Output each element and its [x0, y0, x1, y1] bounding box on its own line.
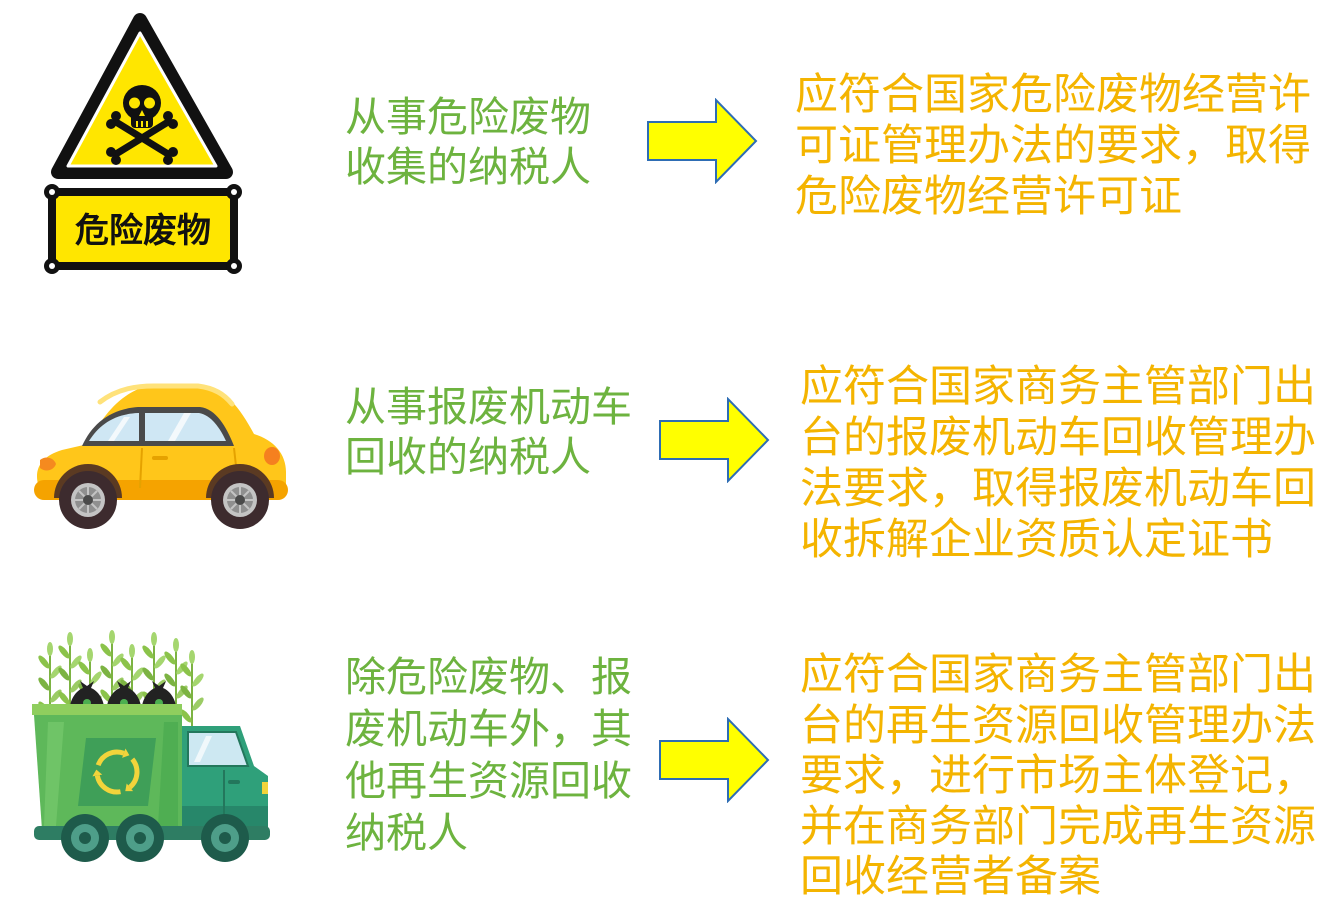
car-lights	[40, 447, 280, 471]
hazard-sign-label: 危险废物	[75, 211, 211, 251]
taxpayer-line: 纳税人	[345, 809, 468, 857]
requirement-description: 应符合国家危险废物经营许 可证管理办法的要求，取得 危险废物经营许可证	[795, 70, 1311, 223]
requirement-line: 并在商务部门完成再生资源	[800, 801, 1316, 852]
car-wheel	[59, 471, 117, 529]
requirement-line: 危险废物经营许可证	[795, 172, 1182, 222]
requirement-description: 应符合国家商务主管部门出 台的报废机动车回收管理办 法要求，取得报废机动车回 收…	[800, 362, 1316, 566]
taxpayer-description: 除危险废物、报 废机动车外，其 他再生资源回收 纳税人	[345, 651, 632, 859]
car-windows	[82, 407, 234, 446]
taxpayer-line: 从事报废机动车	[345, 383, 632, 431]
hazard-sign-plate: 危险废物	[44, 184, 242, 274]
taxpayer-description: 从事危险废物 收集的纳税人	[345, 92, 591, 192]
taxpayer-line: 他再生资源回收	[345, 757, 632, 805]
requirement-line: 应符合国家商务主管部门出	[800, 362, 1316, 412]
requirement-line: 回收经营者备案	[800, 852, 1101, 902]
car-wheel	[211, 471, 269, 529]
taxpayer-line: 回收的纳税人	[345, 433, 591, 481]
right-arrow-icon	[659, 717, 770, 803]
taxpayer-line: 收集的纳税人	[345, 143, 591, 191]
requirement-line: 要求，进行市场主体登记，	[800, 751, 1316, 801]
scrap-car-icon	[34, 383, 288, 529]
hazardous-waste-sign-icon: 危险废物	[44, 13, 242, 274]
taxpayer-description: 从事报废机动车 回收的纳税人	[345, 382, 632, 482]
right-arrow-icon	[659, 397, 770, 483]
requirement-line: 台的报废机动车回收管理办	[800, 413, 1316, 463]
crossbones	[106, 111, 178, 165]
requirement-line: 应符合国家商务主管部门出	[800, 650, 1316, 700]
skull-icon	[123, 85, 161, 128]
requirement-line: 收拆解企业资质认定证书	[800, 515, 1273, 565]
requirement-line: 法要求，取得报废机动车回	[800, 464, 1316, 514]
taxpayer-line: 从事危险废物	[345, 93, 591, 141]
requirement-description: 应符合国家商务主管部门出 台的再生资源回收管理办法 要求，进行市场主体登记， 并…	[800, 650, 1316, 903]
requirement-line: 应符合国家危险废物经营许	[795, 70, 1311, 120]
right-arrow-icon	[647, 98, 758, 184]
taxpayer-line: 废机动车外，其	[345, 705, 632, 753]
requirement-line: 台的再生资源回收管理办法	[800, 700, 1316, 751]
truck-container	[32, 704, 182, 830]
truck-wheels	[61, 814, 249, 862]
taxpayer-line: 除危险废物、报	[345, 653, 632, 701]
requirement-line: 可证管理办法的要求，取得	[795, 121, 1311, 171]
recycling-truck-icon	[32, 630, 270, 862]
